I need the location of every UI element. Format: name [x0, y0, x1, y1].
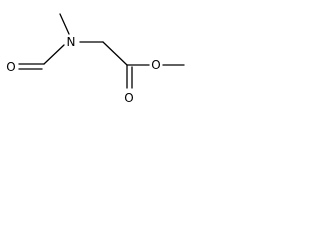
bond-ch2-ester-carbon: [102, 41, 128, 66]
bond-n-methyl: [59, 13, 70, 35]
ester-carbonyl-oxygen-label: O: [124, 91, 133, 105]
atom-labels: O N O O: [6, 35, 160, 105]
bond-n-formyl-carbon: [43, 44, 65, 65]
formyl-oxygen-label: O: [6, 60, 15, 74]
bonds: [18, 13, 185, 89]
structural-formula: O N O O: [6, 13, 185, 105]
ester-ether-oxygen-label: O: [151, 58, 160, 72]
amine-nitrogen-label: N: [67, 35, 76, 49]
